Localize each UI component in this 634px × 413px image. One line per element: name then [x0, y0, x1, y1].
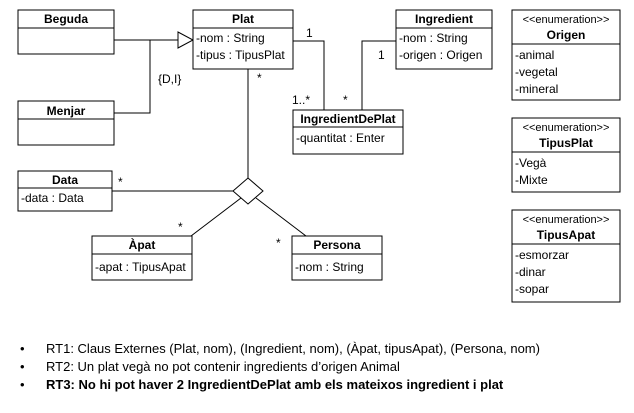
class-idp-attr: -quantitat : Enter — [296, 131, 385, 145]
class-apat-attr: -apat : TipusApat — [95, 260, 186, 274]
class-persona-name: Persona — [313, 238, 361, 252]
enum-origen-box — [511, 9, 621, 101]
class-data-box — [17, 170, 113, 212]
class-plat-name: Plat — [232, 12, 254, 26]
multiplicity-label: * — [276, 236, 281, 250]
assoc-persona-ternary — [255, 197, 307, 237]
enum-tipusapat-value: -esmorzar — [515, 248, 569, 262]
enum-tipusplat-box — [511, 117, 621, 193]
class-beguda-name: Beguda — [44, 12, 88, 26]
enum-tipusplat-stereotype: <<enumeration>> — [523, 122, 610, 134]
class-persona-attr: -nom : String — [295, 260, 364, 274]
assoc-plat-ingredient — [293, 40, 325, 110]
class-ingredient-box — [395, 9, 493, 70]
class-plat-box — [192, 9, 294, 70]
enum-tipusapat-stereotype: <<enumeration>> — [523, 214, 610, 226]
class-ingredient-name: Ingredient — [415, 12, 473, 26]
rule-item: • RT2: Un plat vegà no pot contenir ingr… — [18, 358, 628, 376]
class-plat-attr: -nom : String — [196, 31, 265, 45]
multiplicity-label: * — [118, 175, 123, 189]
enum-origen-value: -vegetal — [515, 65, 558, 79]
generalization-menjar-line — [114, 40, 151, 114]
enum-origen-value: -animal — [515, 48, 554, 62]
class-apat-box — [91, 235, 193, 281]
class-idp-name: IngredientDePlat — [300, 112, 395, 126]
class-data-attr: -data : Data — [21, 191, 84, 205]
rule-item: • RT1: Claus Externes (Plat, nom), (Ingr… — [18, 340, 628, 358]
multiplicity-label: * — [257, 71, 262, 85]
multiplicity-label: 1..* — [292, 93, 310, 107]
generalization-arrowhead — [177, 31, 195, 49]
rule-item: • RT3: No hi pot haver 2 IngredientDePla… — [18, 376, 628, 394]
class-data-name: Data — [52, 173, 78, 187]
class-menjar-box — [17, 100, 115, 146]
enum-origen-value: -mineral — [515, 82, 558, 96]
assoc-ingredient-idp — [361, 40, 396, 110]
class-beguda-box — [17, 9, 115, 55]
class-plat-attr: -tipus : TipusPlat — [196, 48, 285, 62]
class-persona-box — [291, 235, 383, 281]
multiplicity-label: 1 — [378, 48, 385, 62]
multiplicity-label: * — [343, 93, 348, 107]
class-menjar-name: Menjar — [47, 104, 86, 118]
enum-tipusplat-value: -Mixte — [515, 173, 548, 187]
bullet: • — [20, 377, 25, 392]
ternary-association-diamond — [232, 177, 264, 205]
enum-origen-name: Origen — [547, 28, 586, 42]
bullet: • — [20, 359, 25, 374]
class-ingredient-attr: -origen : Origen — [399, 48, 482, 62]
rule-text: RT3: No hi pot haver 2 IngredientDePlat … — [46, 377, 504, 392]
enum-origen-stereotype: <<enumeration>> — [523, 14, 610, 26]
class-idp-box — [292, 109, 404, 155]
multiplicity-label: * — [178, 220, 183, 234]
rule-text: RT1: Claus Externes (Plat, nom), (Ingred… — [46, 341, 540, 356]
enum-tipusapat-name: TipusApat — [537, 228, 595, 242]
bullet: • — [20, 341, 25, 356]
enum-tipusplat-value: -Vegà — [515, 156, 547, 170]
business-rules-list: • RT1: Claus Externes (Plat, nom), (Ingr… — [18, 340, 628, 394]
enum-tipusapat-value: -dinar — [515, 265, 546, 279]
enum-tipusplat-name: TipusPlat — [539, 136, 593, 150]
enum-tipusapat-box — [511, 209, 621, 303]
rule-text: RT2: Un plat vegà no pot contenir ingred… — [46, 359, 400, 374]
multiplicity-label: 1 — [306, 26, 313, 40]
generalization-constraint-label: {D,I} — [158, 72, 181, 86]
assoc-apat-ternary — [190, 197, 242, 237]
class-ingredient-attr: -nom : String — [399, 31, 468, 45]
class-apat-name: Àpat — [129, 237, 156, 252]
enum-tipusapat-value: -sopar — [515, 282, 549, 296]
